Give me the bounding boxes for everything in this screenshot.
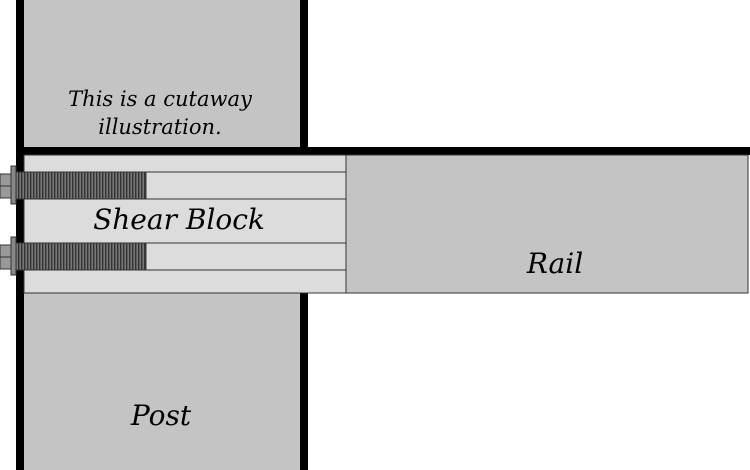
shear-block-label: Shear Block — [93, 203, 265, 236]
bolt-lower — [0, 236, 147, 276]
rail — [345, 154, 749, 294]
bolt-upper — [0, 165, 147, 205]
rail-label: Rail — [526, 247, 583, 280]
rail-top-edge — [24, 147, 750, 155]
post-label: Post — [130, 399, 192, 432]
cutaway-note-line2: illustration. — [98, 115, 221, 139]
cutaway-note-line1: This is a cutaway — [68, 87, 253, 111]
